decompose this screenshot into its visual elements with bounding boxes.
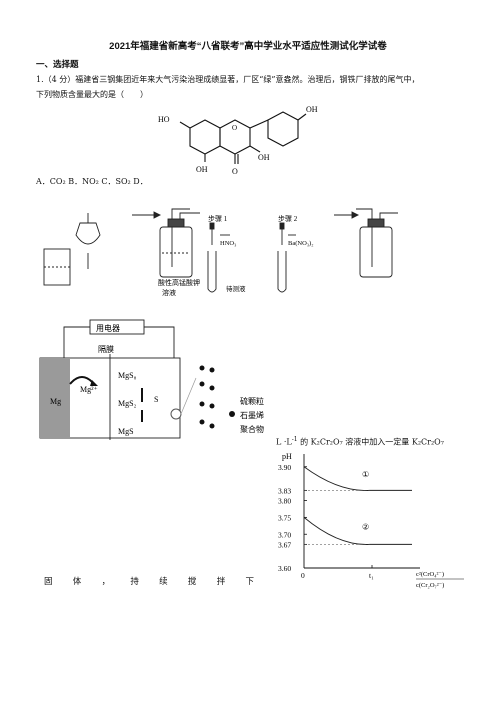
char: ，: [101, 577, 111, 587]
species-mgs: MgS: [118, 427, 134, 436]
step1-label: 步骤 1: [208, 214, 228, 223]
y-tick-label: 3.80: [278, 497, 291, 506]
species-mgs8: MgS₈: [118, 371, 137, 380]
device-label: 用电器: [96, 323, 120, 333]
x-axis-label-denominator: c(Cr₂O₇²⁻): [416, 582, 444, 589]
y-tick-label: 3.70: [278, 530, 291, 539]
question-1-line-1: 1.（4 分）福建省三钢集团近年来大气污染治理成绩显著，厂区“绿”意盎然。治理后…: [36, 75, 420, 84]
chart-axes: pH: [282, 452, 420, 569]
mol-label-oh-mid: OH: [258, 153, 270, 162]
question-1-line-2: 下列物质含量最大的是（ ）: [36, 90, 148, 99]
y-tick-label: 3.60: [278, 564, 291, 573]
char: 下: [245, 577, 254, 587]
chart-ticks: 3.60 3.673.70 3.75 3.80 3.83 3.90 0 t₁ c²(CrO₄²⁻…: [278, 463, 464, 589]
question-1-options: A．CO₂ B．NO₂ C．SO₂ D．: [36, 177, 148, 186]
legend-graphene: 石墨烯: [240, 410, 264, 420]
ion-label: Mg²⁺: [80, 385, 98, 394]
apparatus-figure: 步骤 1 步骤 2 HNO₃ Ba(NO₃)₂ 待测液 酸性高锰酸钾 溶液: [43, 208, 398, 297]
mol-label-ho-left: HO: [158, 115, 170, 124]
reagent-hno3: HNO₃: [220, 240, 236, 247]
bottle-label-2: 溶液: [162, 288, 176, 297]
series-line: [303, 466, 412, 491]
y-tick-label: 3.67: [278, 540, 291, 549]
x-axis-label-numerator: c²(CrO₄²⁻): [416, 571, 444, 578]
series-line: [303, 517, 412, 545]
y-axis-label: pH: [282, 452, 292, 461]
x-tick-label: t₁: [369, 571, 374, 580]
char: 搅: [187, 577, 197, 587]
mol-label-oh-right: OH: [306, 105, 318, 114]
series-marker: ①: [362, 470, 369, 479]
legend-polymer: 聚合物: [240, 424, 264, 434]
section-heading: 一、选择题: [36, 59, 79, 69]
mg-electrode: [40, 358, 70, 438]
y-tick-label: 3.83: [278, 486, 291, 495]
page-title: 2021年福建省新高考“八省联考”高中学业水平适应性测试化学试卷: [109, 41, 387, 52]
step2-label: 步骤 2: [278, 214, 298, 223]
x-tick-label: 0: [301, 571, 305, 580]
chart-series: ①②: [303, 466, 412, 545]
char: 拌: [216, 577, 226, 587]
char: 续: [159, 577, 168, 587]
anode-label: Mg: [50, 397, 61, 406]
y-tick-label: 3.90: [278, 463, 291, 472]
series-marker: ②: [362, 523, 369, 532]
bottle-label-1: 酸性高锰酸钾: [158, 278, 200, 287]
sample-label: 待测液: [226, 284, 246, 293]
char: 体: [72, 577, 82, 587]
mol-label-ring-o: O: [232, 124, 237, 132]
char: 持: [130, 577, 139, 587]
question-1: 1.（4 分）福建省三钢集团近年来大气污染治理成绩显著，厂区“绿”意盎然。治理后…: [36, 72, 466, 102]
ph-chart: pH 3.60 3.673.70 3.75 3.80 3.83 3.90 0 t₁ c²(CrO…: [278, 452, 464, 589]
battery-diagram: 用电器 隔膜 Mg Mg²⁺ MgS₈ MgS₂ MgS S 硫颗粒 石墨烯 聚…: [39, 319, 264, 440]
y-tick-label: 3.75: [278, 513, 291, 522]
mol-label-o: O: [232, 167, 238, 176]
legend-sulfur: 硫颗粒: [240, 396, 264, 406]
question-k2cr2o7-text: L ·L-1 的 K₂Cr₂O₇ 溶液中加入一定量 K₂Cr₂O₇: [276, 436, 444, 447]
mol-label-oh-bottom: OH: [196, 165, 208, 174]
flavonoid-structure: HO OH OH OH O O: [158, 105, 318, 176]
sulfur-label: S: [154, 395, 158, 404]
species-mgs2: MgS₂: [118, 399, 137, 408]
reagent-bano3: Ba(NO₃)₂: [288, 240, 313, 247]
char: 固: [44, 577, 53, 587]
membrane-label: 隔膜: [98, 344, 114, 354]
question-continued-text: 固 体 ， 持 续 搅 拌 下: [44, 575, 254, 587]
